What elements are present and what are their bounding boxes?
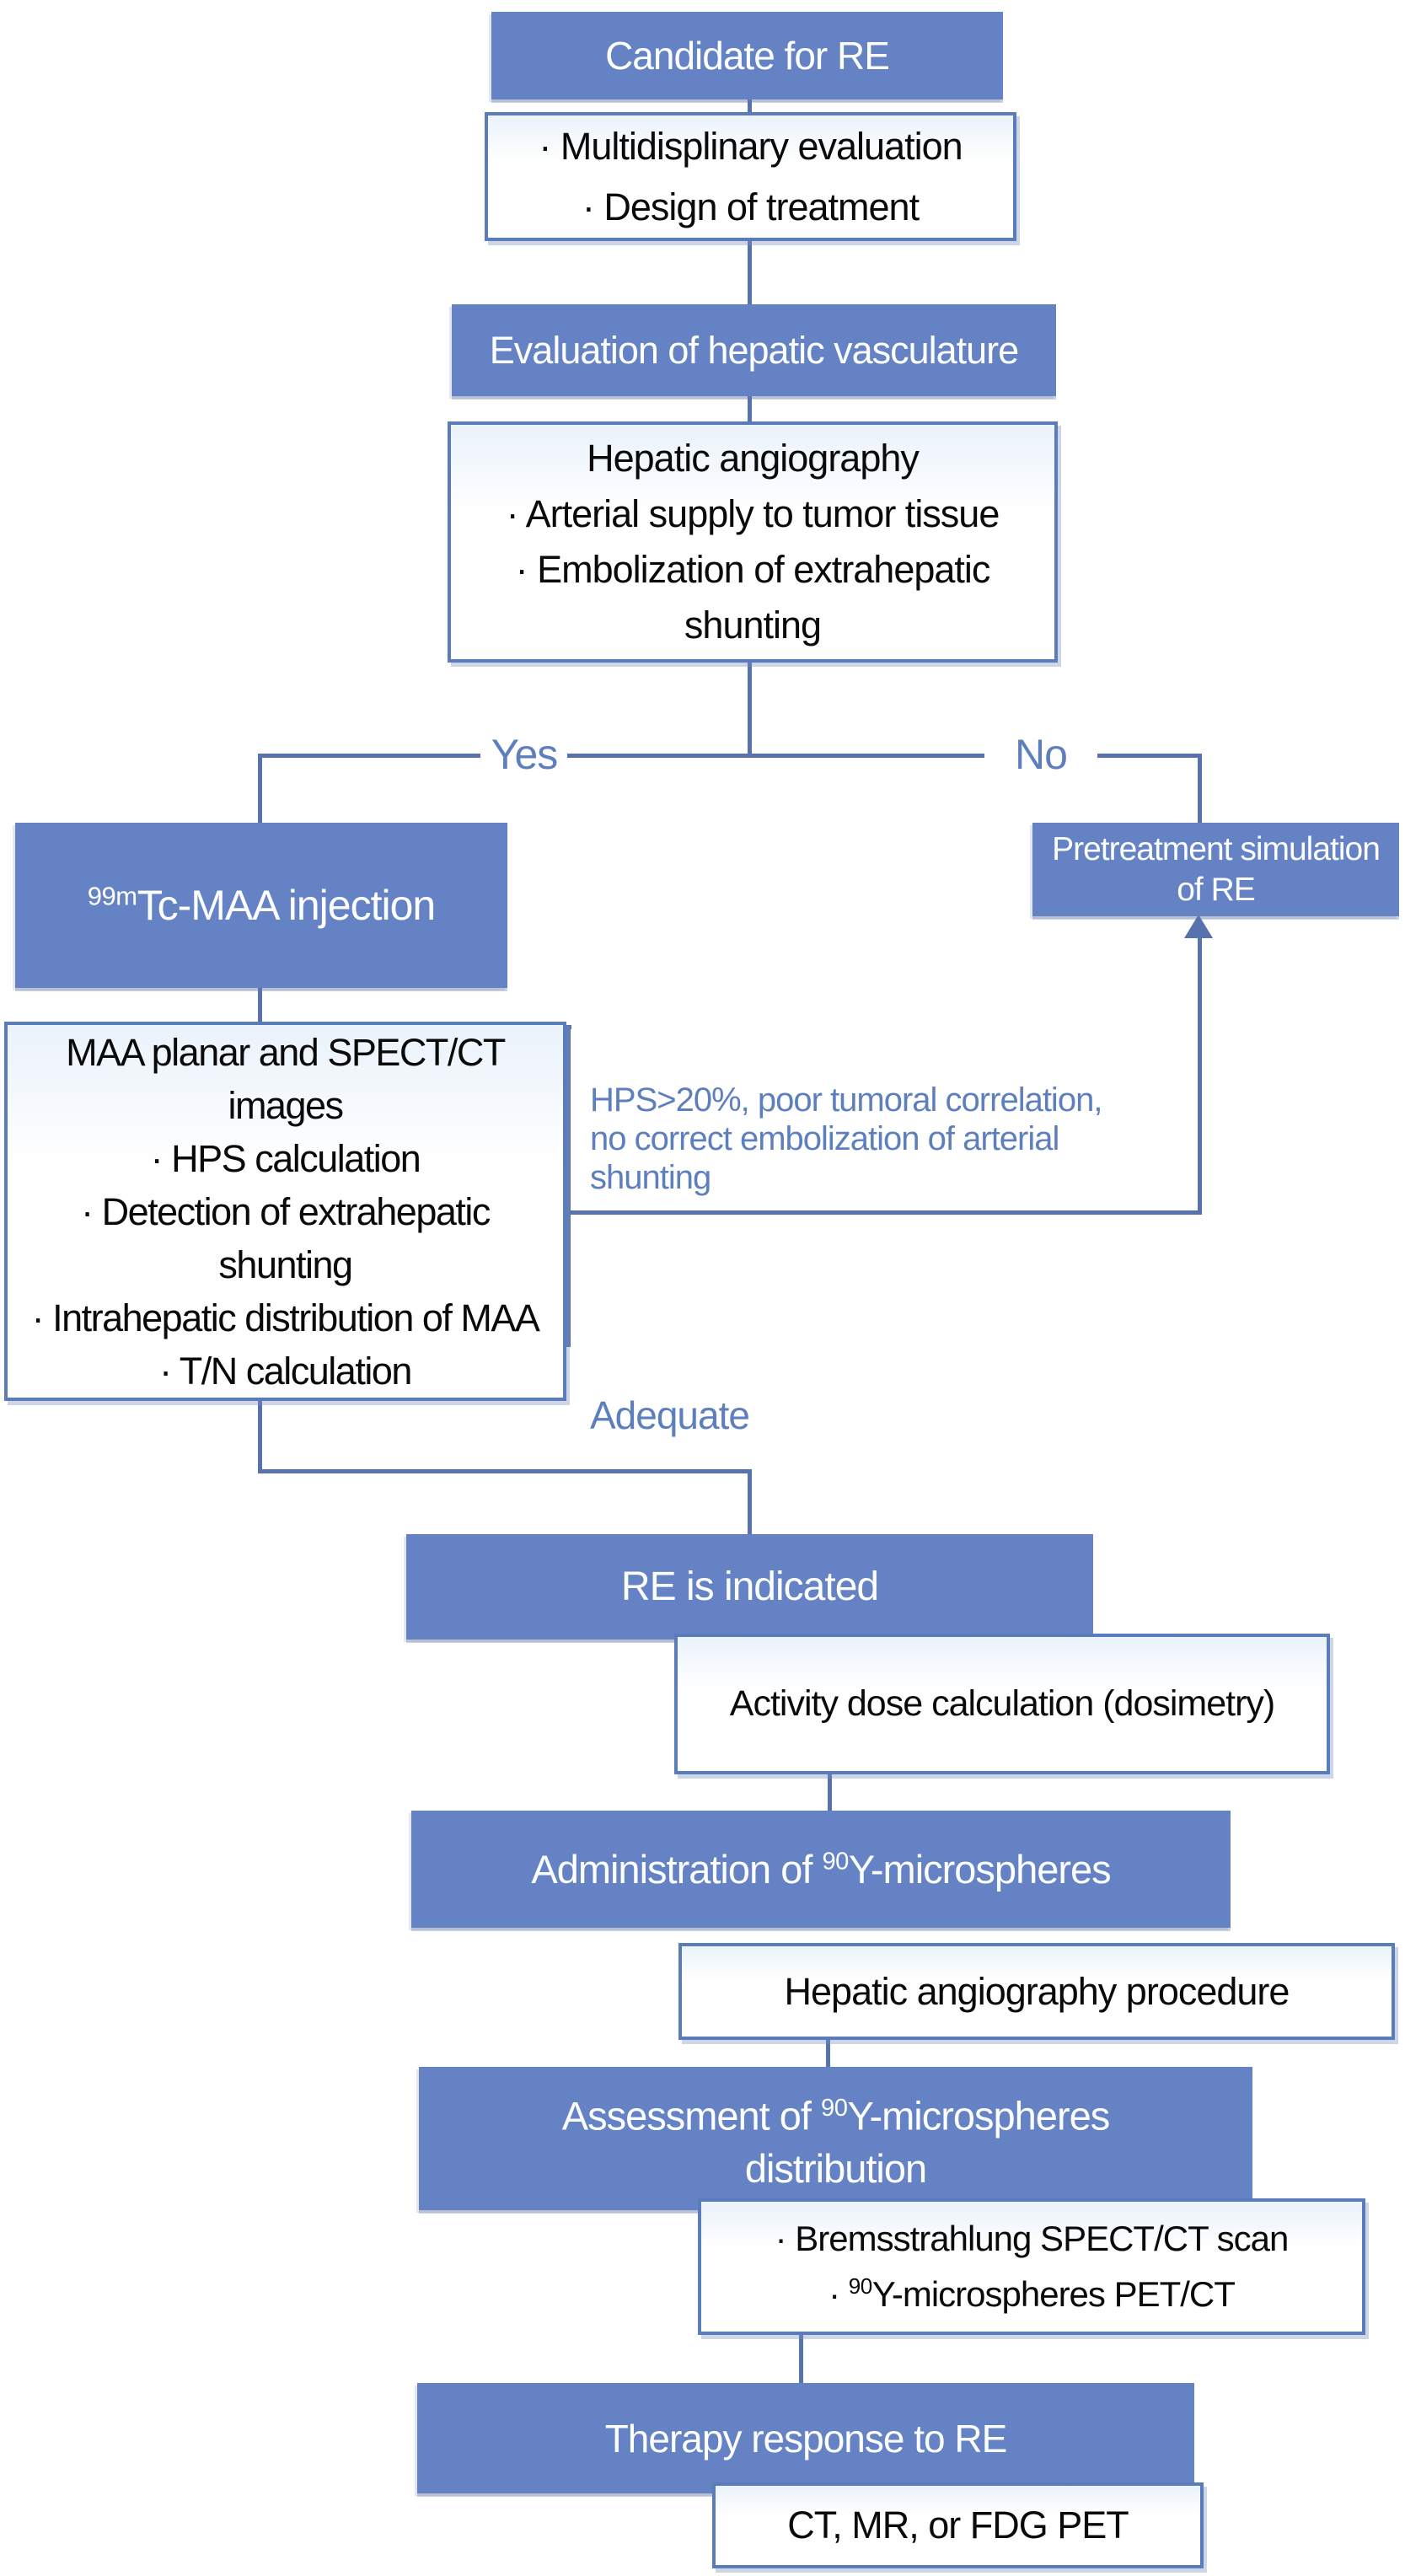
text-line: · Intrahepatic distribution of MAA — [31, 1296, 540, 1339]
arrowhead-up-icon — [1184, 915, 1213, 938]
branch-label-yes: Yes — [491, 731, 559, 778]
connector-yes-tc99m — [258, 754, 262, 823]
connector-brems-therapy — [799, 2335, 803, 2383]
detail-hepatic-angiography: Hepatic angiography · Arterial supply to … — [448, 421, 1058, 663]
text-line: MAA planar and SPECT/CT — [66, 1030, 506, 1074]
text-line: distribution — [744, 2145, 927, 2191]
detail-ct-mr-fdg-pet: CT, MR, or FDG PET — [712, 2482, 1204, 2568]
text-line: · T/N calculation — [159, 1349, 412, 1393]
connector-evaluation-hepangio — [748, 396, 752, 421]
text-line: Administration of 90Y-microspheres — [531, 1847, 1111, 1892]
node-evaluation-vasculature: Evaluation of hepatic vasculature — [452, 304, 1056, 396]
connector-multi-evaluation — [748, 241, 752, 304]
branch-line-middle — [567, 754, 984, 758]
text-line: shunting — [684, 604, 822, 647]
text-line: Hepatic angiography — [587, 437, 920, 480]
node-pretreatment-simulation: Pretreatment simulation of RE — [1032, 823, 1399, 916]
connector-no-pretreat — [1198, 754, 1202, 823]
detail-bremsstrahlung-pet: · Bremsstrahlung SPECT/CT scan · 90Y-micr… — [698, 2198, 1365, 2335]
text-line: no correct embolization of arterial — [590, 1120, 1059, 1157]
branch-line-left — [260, 754, 480, 758]
text-line: · Detection of extrahepatic — [81, 1189, 491, 1233]
detail-maa-planar-spect: MAA planar and SPECT/CT images · HPS calcu… — [4, 1022, 566, 1401]
connector-activity-admin — [828, 1774, 832, 1811]
node-assessment-y90-distribution: Assessment of 90Y-microspheres distributi… — [419, 2067, 1252, 2210]
text-line: Pretreatment simulation — [1052, 830, 1381, 867]
text-line: · Arterial supply to tumor tissue — [506, 492, 1000, 535]
node-re-is-indicated: RE is indicated — [406, 1534, 1093, 1640]
detail-activity-dose: Activity dose calculation (dosimetry) — [674, 1634, 1330, 1774]
bracket-vertical — [566, 1025, 571, 1347]
text-line: shunting — [590, 1159, 711, 1196]
node-therapy-response: Therapy response to RE — [417, 2383, 1194, 2493]
connector-maa-horizontal — [258, 1469, 752, 1473]
connector-candidate-multi — [748, 99, 752, 112]
connector-hepangio-branch — [748, 663, 752, 755]
connector-hepproc-assess — [826, 2040, 830, 2067]
text-line: · Bremsstrahlung SPECT/CT scan — [775, 2219, 1290, 2258]
connector-tc99m-maa — [258, 988, 262, 1022]
text-line: Assessment of 90Y-microspheres — [561, 2093, 1110, 2139]
node-administration-y90: Administration of 90Y-microspheres — [411, 1811, 1231, 1928]
node-tc99m-maa-injection: 99mTc-MAA injection — [15, 823, 507, 988]
branch-line-right — [1097, 754, 1200, 758]
connector-maa-down — [258, 1401, 262, 1473]
text-line: shunting — [218, 1242, 353, 1286]
bracket-horizontal-hps — [566, 1210, 1202, 1215]
text-line: · 90Y-microspheres PET/CT — [829, 2273, 1236, 2314]
branch-label-adequate: Adequate — [590, 1393, 750, 1437]
branch-label-no: No — [1015, 731, 1068, 778]
text-line: · Multidisplinary evaluation — [539, 124, 963, 168]
node-candidate-for-re: Candidate for RE — [491, 12, 1003, 99]
text-line: of RE — [1177, 871, 1256, 908]
connector-to-reindicated — [748, 1469, 752, 1534]
arrow-line-to-pretreat — [1198, 937, 1202, 1210]
text-line: 99mTc-MAA injection — [87, 881, 436, 929]
detail-hepatic-angio-procedure: Hepatic angiography procedure — [678, 1943, 1395, 2040]
text-line: · Design of treatment — [582, 185, 920, 228]
text-line: · HPS calculation — [150, 1136, 421, 1180]
text-line: · Embolization of extrahepatic — [515, 548, 991, 591]
annotation-hps-criteria: HPS>20%, poor tumoral correlation,no cor… — [590, 1081, 1222, 1197]
detail-multidisciplinary: · Multidisplinary evaluation · Design of … — [485, 112, 1016, 241]
text-line: HPS>20%, poor tumoral correlation, — [590, 1081, 1102, 1119]
text-line: images — [228, 1083, 344, 1127]
